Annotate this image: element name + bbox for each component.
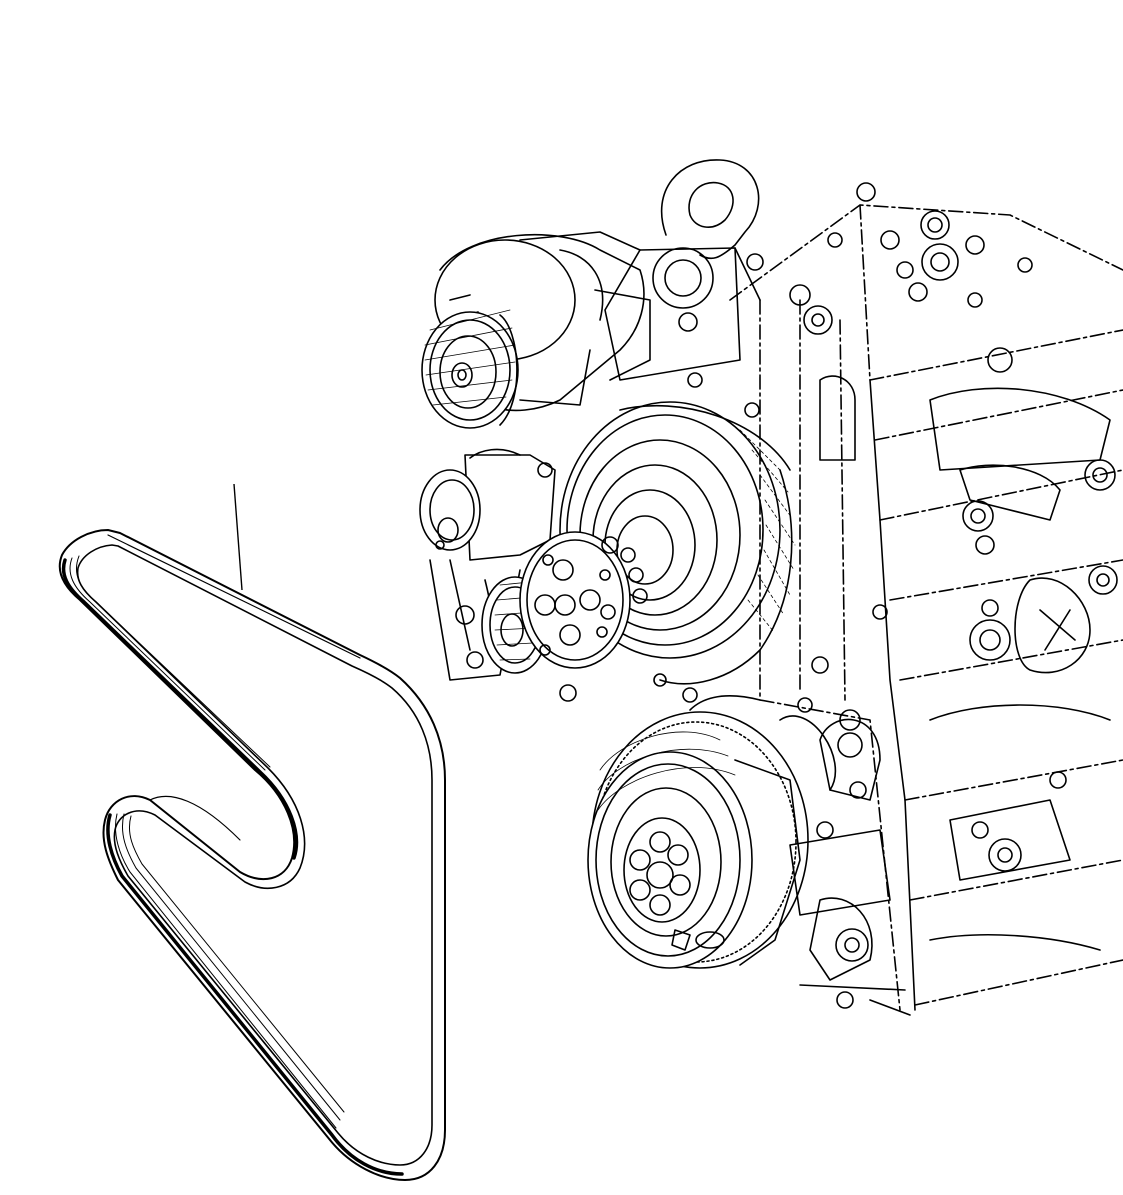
crankshaft-damper	[587, 711, 809, 969]
drive-belt	[58, 529, 446, 1181]
alternator	[421, 231, 651, 429]
callout-leader-line	[233, 483, 243, 591]
engine-block	[559, 159, 1123, 1016]
fan-pulley-hub	[519, 531, 648, 669]
